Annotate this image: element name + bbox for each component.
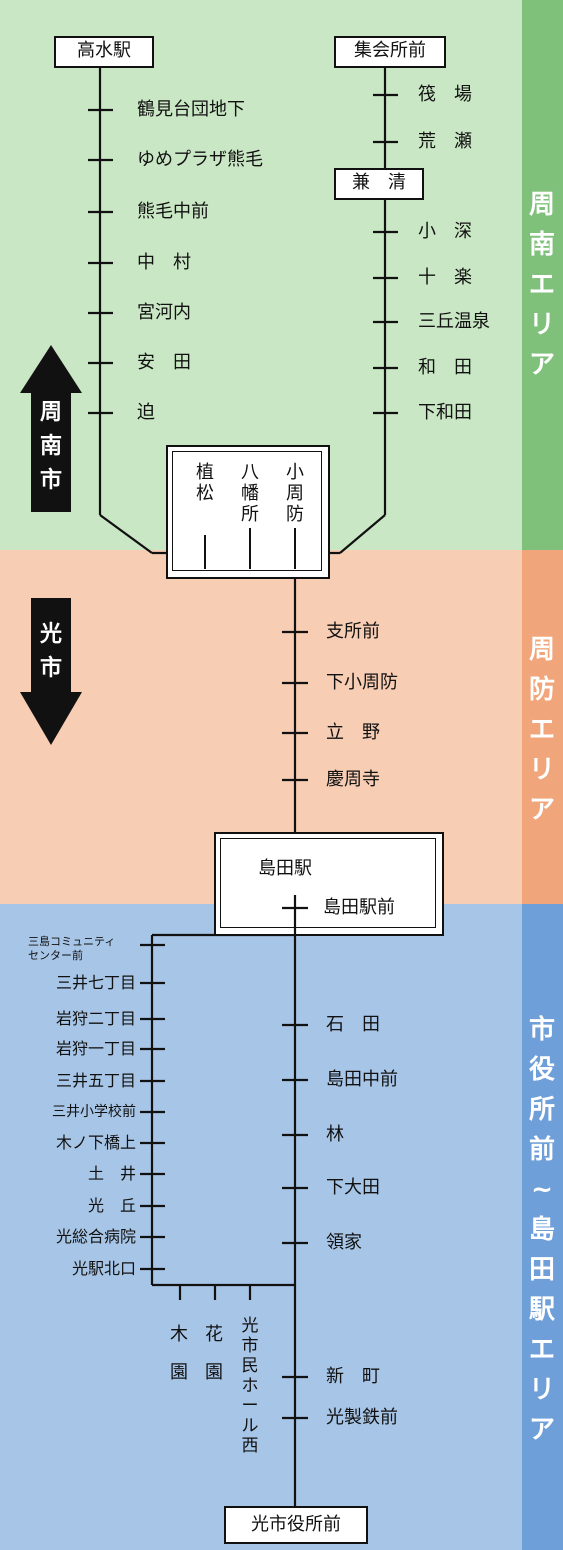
stop-iwagari-2[interactable]: 岩狩二丁目: [55, 1009, 136, 1028]
stop-yasuda[interactable]: 安 田: [137, 352, 191, 373]
stop-miyakawachi[interactable]: 宮河内: [137, 302, 191, 323]
stop-hikari-shimin-hall-nishi[interactable]: 光市民ホール西: [241, 1316, 259, 1456]
stop-mishima-community-1[interactable]: 三島コミュニティ: [28, 935, 116, 948]
stop-iwagari-1[interactable]: 岩狩一丁目: [55, 1039, 136, 1058]
zone-suo-label: 周防エリア: [528, 635, 555, 825]
stop-nakamura[interactable]: 中 村: [137, 252, 191, 273]
stop-arase[interactable]: 荒 瀬: [418, 131, 472, 152]
stop-mitsui-7[interactable]: 三井七丁目: [55, 973, 136, 992]
stop-shishomae[interactable]: 支所前: [326, 621, 380, 642]
hikari-city-label-1: 光: [39, 622, 62, 647]
terminal-takamizu[interactable]: 高水駅: [54, 36, 154, 68]
stop-kien[interactable]: 木園: [170, 1324, 188, 1383]
stop-ryoke[interactable]: 領家: [326, 1232, 362, 1253]
hub-box-inner: [172, 451, 322, 571]
stop-mitsuo-onsen[interactable]: 三丘温泉: [418, 311, 490, 332]
stop-wada[interactable]: 和 田: [418, 357, 472, 378]
stop-mitsui-elementary[interactable]: 三井小学校前: [52, 1104, 136, 1120]
hub-stop-kosuo[interactable]: 小周防: [286, 462, 304, 525]
stop-jurakku[interactable]: 十 楽: [418, 267, 472, 288]
terminal-shimada-eki[interactable]: 島田駅: [258, 858, 312, 879]
shunan-city-label-2: 南: [39, 434, 62, 459]
shimada-station-box: [214, 832, 444, 936]
stop-hikari-seitetsu[interactable]: 光製鉄前: [326, 1407, 398, 1428]
stop-yume-plaza[interactable]: ゆめプラザ熊毛: [137, 149, 263, 170]
hub-box: [166, 445, 330, 579]
stop-ikadaba[interactable]: 筏 場: [418, 84, 472, 105]
hikari-arrow-head: [20, 692, 82, 745]
zone-shunan-side: [522, 0, 563, 550]
stop-tatsuno[interactable]: 立 野: [326, 722, 380, 743]
stop-hayashi[interactable]: 林: [326, 1124, 344, 1145]
hub-stop-hachimansho[interactable]: 八幡所: [241, 462, 259, 525]
terminal-shukaisho[interactable]: 集会所前: [334, 36, 446, 68]
shunan-city-label-3: 市: [39, 468, 62, 493]
stop-shinmachi[interactable]: 新 町: [326, 1366, 380, 1387]
stop-hanazono[interactable]: 花園: [205, 1324, 223, 1383]
stop-shimo-kosuo[interactable]: 下小周防: [326, 672, 398, 693]
hub-stop-uematsu[interactable]: 植松: [196, 462, 214, 504]
hikari-city-label-2: 市: [39, 656, 62, 681]
hikari-arrow-body: [31, 598, 71, 694]
stop-shimowada[interactable]: 下和田: [418, 402, 472, 423]
stop-sako[interactable]: 迫: [137, 402, 155, 423]
stop-doi[interactable]: 土 井: [87, 1164, 136, 1183]
zone-city-band: [0, 904, 522, 1550]
stop-hikari-general-hospital[interactable]: 光総合病院: [55, 1227, 136, 1246]
stop-shimada-eki-mae[interactable]: 島田駅前: [323, 897, 395, 918]
stop-mishima-community-2[interactable]: センター前: [28, 949, 83, 962]
terminal-shiyakusho[interactable]: 光市役所前: [224, 1506, 368, 1544]
shunan-city-label-1: 周: [39, 400, 62, 425]
stop-kinoshita-bashiue[interactable]: 木ノ下橋上: [55, 1133, 136, 1152]
shimada-station-box-inner: [220, 838, 436, 928]
zone-city-label: 市役所前~島田駅エリア: [528, 1015, 555, 1445]
stop-tsurumidai[interactable]: 鶴見台団地下: [137, 99, 245, 120]
zone-city-side: [522, 904, 563, 1550]
stop-kumage-chumae[interactable]: 熊毛中前: [137, 201, 209, 222]
shunan-arrow-body: [31, 392, 71, 512]
stop-shimada-chumae[interactable]: 島田中前: [326, 1069, 398, 1090]
zone-shunan-label: 周南エリア: [528, 190, 555, 380]
terminal-kensei[interactable]: 兼 清: [334, 168, 424, 200]
stop-keishuji[interactable]: 慶周寺: [326, 769, 380, 790]
stop-ishida[interactable]: 石 田: [326, 1014, 380, 1035]
stop-hikari-eki-kitaguchi[interactable]: 光駅北口: [71, 1259, 136, 1278]
stop-shimo-oda[interactable]: 下大田: [326, 1177, 380, 1198]
zone-suo-side: [522, 550, 563, 904]
stop-hikarigaoka[interactable]: 光 丘: [87, 1196, 136, 1215]
stop-mitsui-5[interactable]: 三井五丁目: [55, 1071, 136, 1090]
shunan-arrow-head: [20, 345, 82, 393]
stop-kobuka[interactable]: 小 深: [418, 221, 472, 242]
